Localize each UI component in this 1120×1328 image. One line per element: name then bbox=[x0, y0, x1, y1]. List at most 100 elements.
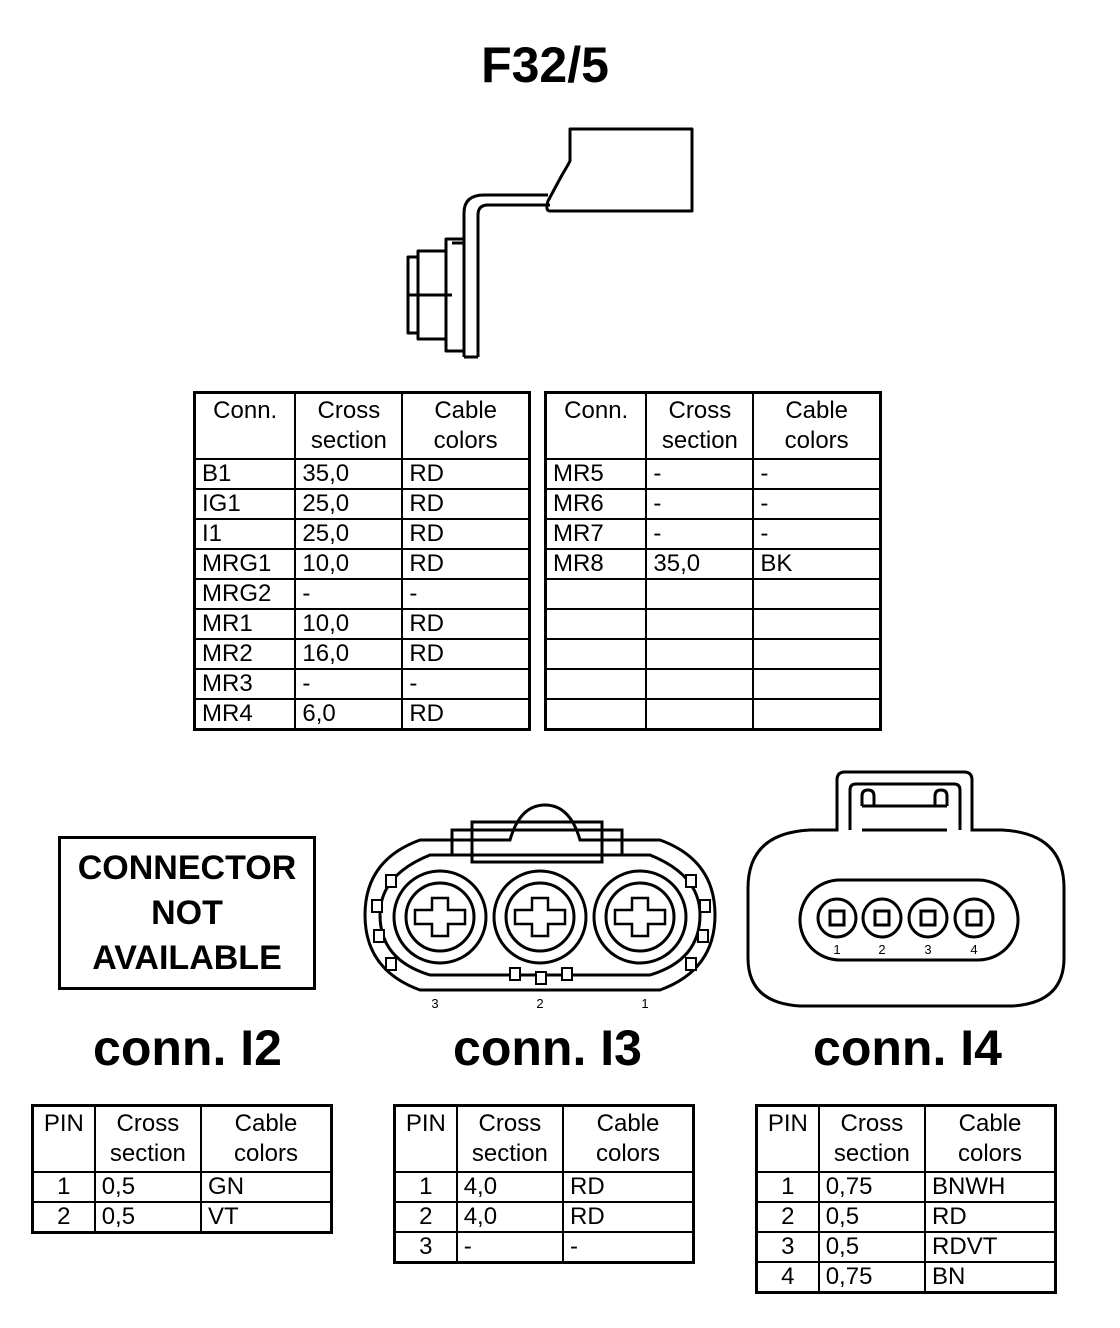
pin-number: 3 bbox=[924, 942, 931, 957]
table-cell: MR5 bbox=[544, 458, 648, 490]
table-cell: 2 bbox=[31, 1201, 96, 1234]
table-header-cell: Cross section bbox=[294, 391, 404, 460]
table-cell: BN bbox=[924, 1261, 1057, 1294]
table-cell: 0,5 bbox=[817, 1201, 927, 1233]
table-cell: - bbox=[752, 488, 882, 520]
page-title: F32/5 bbox=[481, 37, 609, 93]
terminal-bracket-drawing bbox=[406, 127, 694, 359]
table-row: MR3-- bbox=[193, 668, 531, 700]
table-cell: - bbox=[645, 488, 755, 520]
table-cell: 35,0 bbox=[294, 458, 404, 490]
table-cell: RD bbox=[924, 1201, 1057, 1233]
table-cell bbox=[544, 638, 648, 670]
table-cell bbox=[645, 638, 755, 670]
table-cell: - bbox=[401, 578, 531, 610]
table-cell bbox=[544, 698, 648, 731]
table-cell: MR4 bbox=[193, 698, 297, 731]
table-cell: 0,5 bbox=[817, 1231, 927, 1263]
table-cell: MR7 bbox=[544, 518, 648, 550]
table-cell bbox=[645, 608, 755, 640]
table-cell: 4,0 bbox=[455, 1171, 565, 1203]
table-header-cell: PIN bbox=[393, 1104, 458, 1173]
table-cell: BNWH bbox=[924, 1171, 1057, 1203]
table-cell bbox=[752, 668, 882, 700]
table-cell: - bbox=[401, 668, 531, 700]
table-cell: IG1 bbox=[193, 488, 297, 520]
table-row bbox=[544, 698, 882, 731]
table-cell: MR2 bbox=[193, 638, 297, 670]
table-row bbox=[544, 668, 882, 700]
table-cell: - bbox=[645, 458, 755, 490]
table-cell bbox=[752, 578, 882, 610]
table-cell: MR3 bbox=[193, 668, 297, 700]
table-cell: 3 bbox=[755, 1231, 820, 1263]
table-cell: RDVT bbox=[924, 1231, 1057, 1263]
table-row: MR6-- bbox=[544, 488, 882, 520]
table-cell: VT bbox=[200, 1201, 333, 1234]
table-cell: 4,0 bbox=[455, 1201, 565, 1233]
table-cell bbox=[544, 608, 648, 640]
table-cell: BK bbox=[752, 548, 882, 580]
table-cell: I1 bbox=[193, 518, 297, 550]
na-line: NOT bbox=[151, 893, 223, 932]
pin-number: 1 bbox=[833, 942, 840, 957]
table-cell bbox=[752, 698, 882, 731]
table-cell: 4 bbox=[755, 1261, 820, 1294]
connector-not-available-box: CONNECTOR NOT AVAILABLE bbox=[58, 836, 316, 990]
pin-number: 2 bbox=[878, 942, 885, 957]
table-cell bbox=[544, 668, 648, 700]
table-cell: 0,75 bbox=[817, 1261, 927, 1294]
table-cell bbox=[645, 698, 755, 731]
table-cell: GN bbox=[200, 1171, 333, 1203]
table-cell: MR1 bbox=[193, 608, 297, 640]
table-cell: 10,0 bbox=[294, 548, 404, 580]
table-cell: - bbox=[562, 1231, 695, 1264]
table-header-cell: Cross section bbox=[817, 1104, 927, 1173]
table-cell: 0,75 bbox=[817, 1171, 927, 1203]
table-cell: 16,0 bbox=[294, 638, 404, 670]
table-row bbox=[544, 578, 882, 610]
table-row: 3-- bbox=[393, 1231, 695, 1264]
table-cell: 2 bbox=[393, 1201, 458, 1233]
na-line: AVAILABLE bbox=[92, 938, 282, 977]
table-cell: 1 bbox=[393, 1171, 458, 1203]
table-cell: - bbox=[294, 578, 404, 610]
connector-i3-label: conn. I3 bbox=[453, 1020, 642, 1076]
table-cell: 1 bbox=[755, 1171, 820, 1203]
table-header-cell: Cable colors bbox=[924, 1104, 1057, 1173]
table-cell bbox=[752, 608, 882, 640]
table-cell: - bbox=[752, 458, 882, 490]
table-cell: RD bbox=[401, 518, 531, 550]
table-row: MR7-- bbox=[544, 518, 882, 550]
table-cell: - bbox=[645, 518, 755, 550]
table-header-cell: Cross section bbox=[455, 1104, 565, 1173]
table-header-cell: PIN bbox=[31, 1104, 96, 1173]
table-cell: RD bbox=[401, 608, 531, 640]
table-cell: B1 bbox=[193, 458, 297, 490]
table-cell: 6,0 bbox=[294, 698, 404, 731]
table-header-cell: Cable colors bbox=[752, 391, 882, 460]
table-header-cell: PIN bbox=[755, 1104, 820, 1173]
connector-i3-drawing: 3 2 1 bbox=[363, 803, 717, 1011]
table-cell: RD bbox=[562, 1201, 695, 1233]
table-cell: 10,0 bbox=[294, 608, 404, 640]
